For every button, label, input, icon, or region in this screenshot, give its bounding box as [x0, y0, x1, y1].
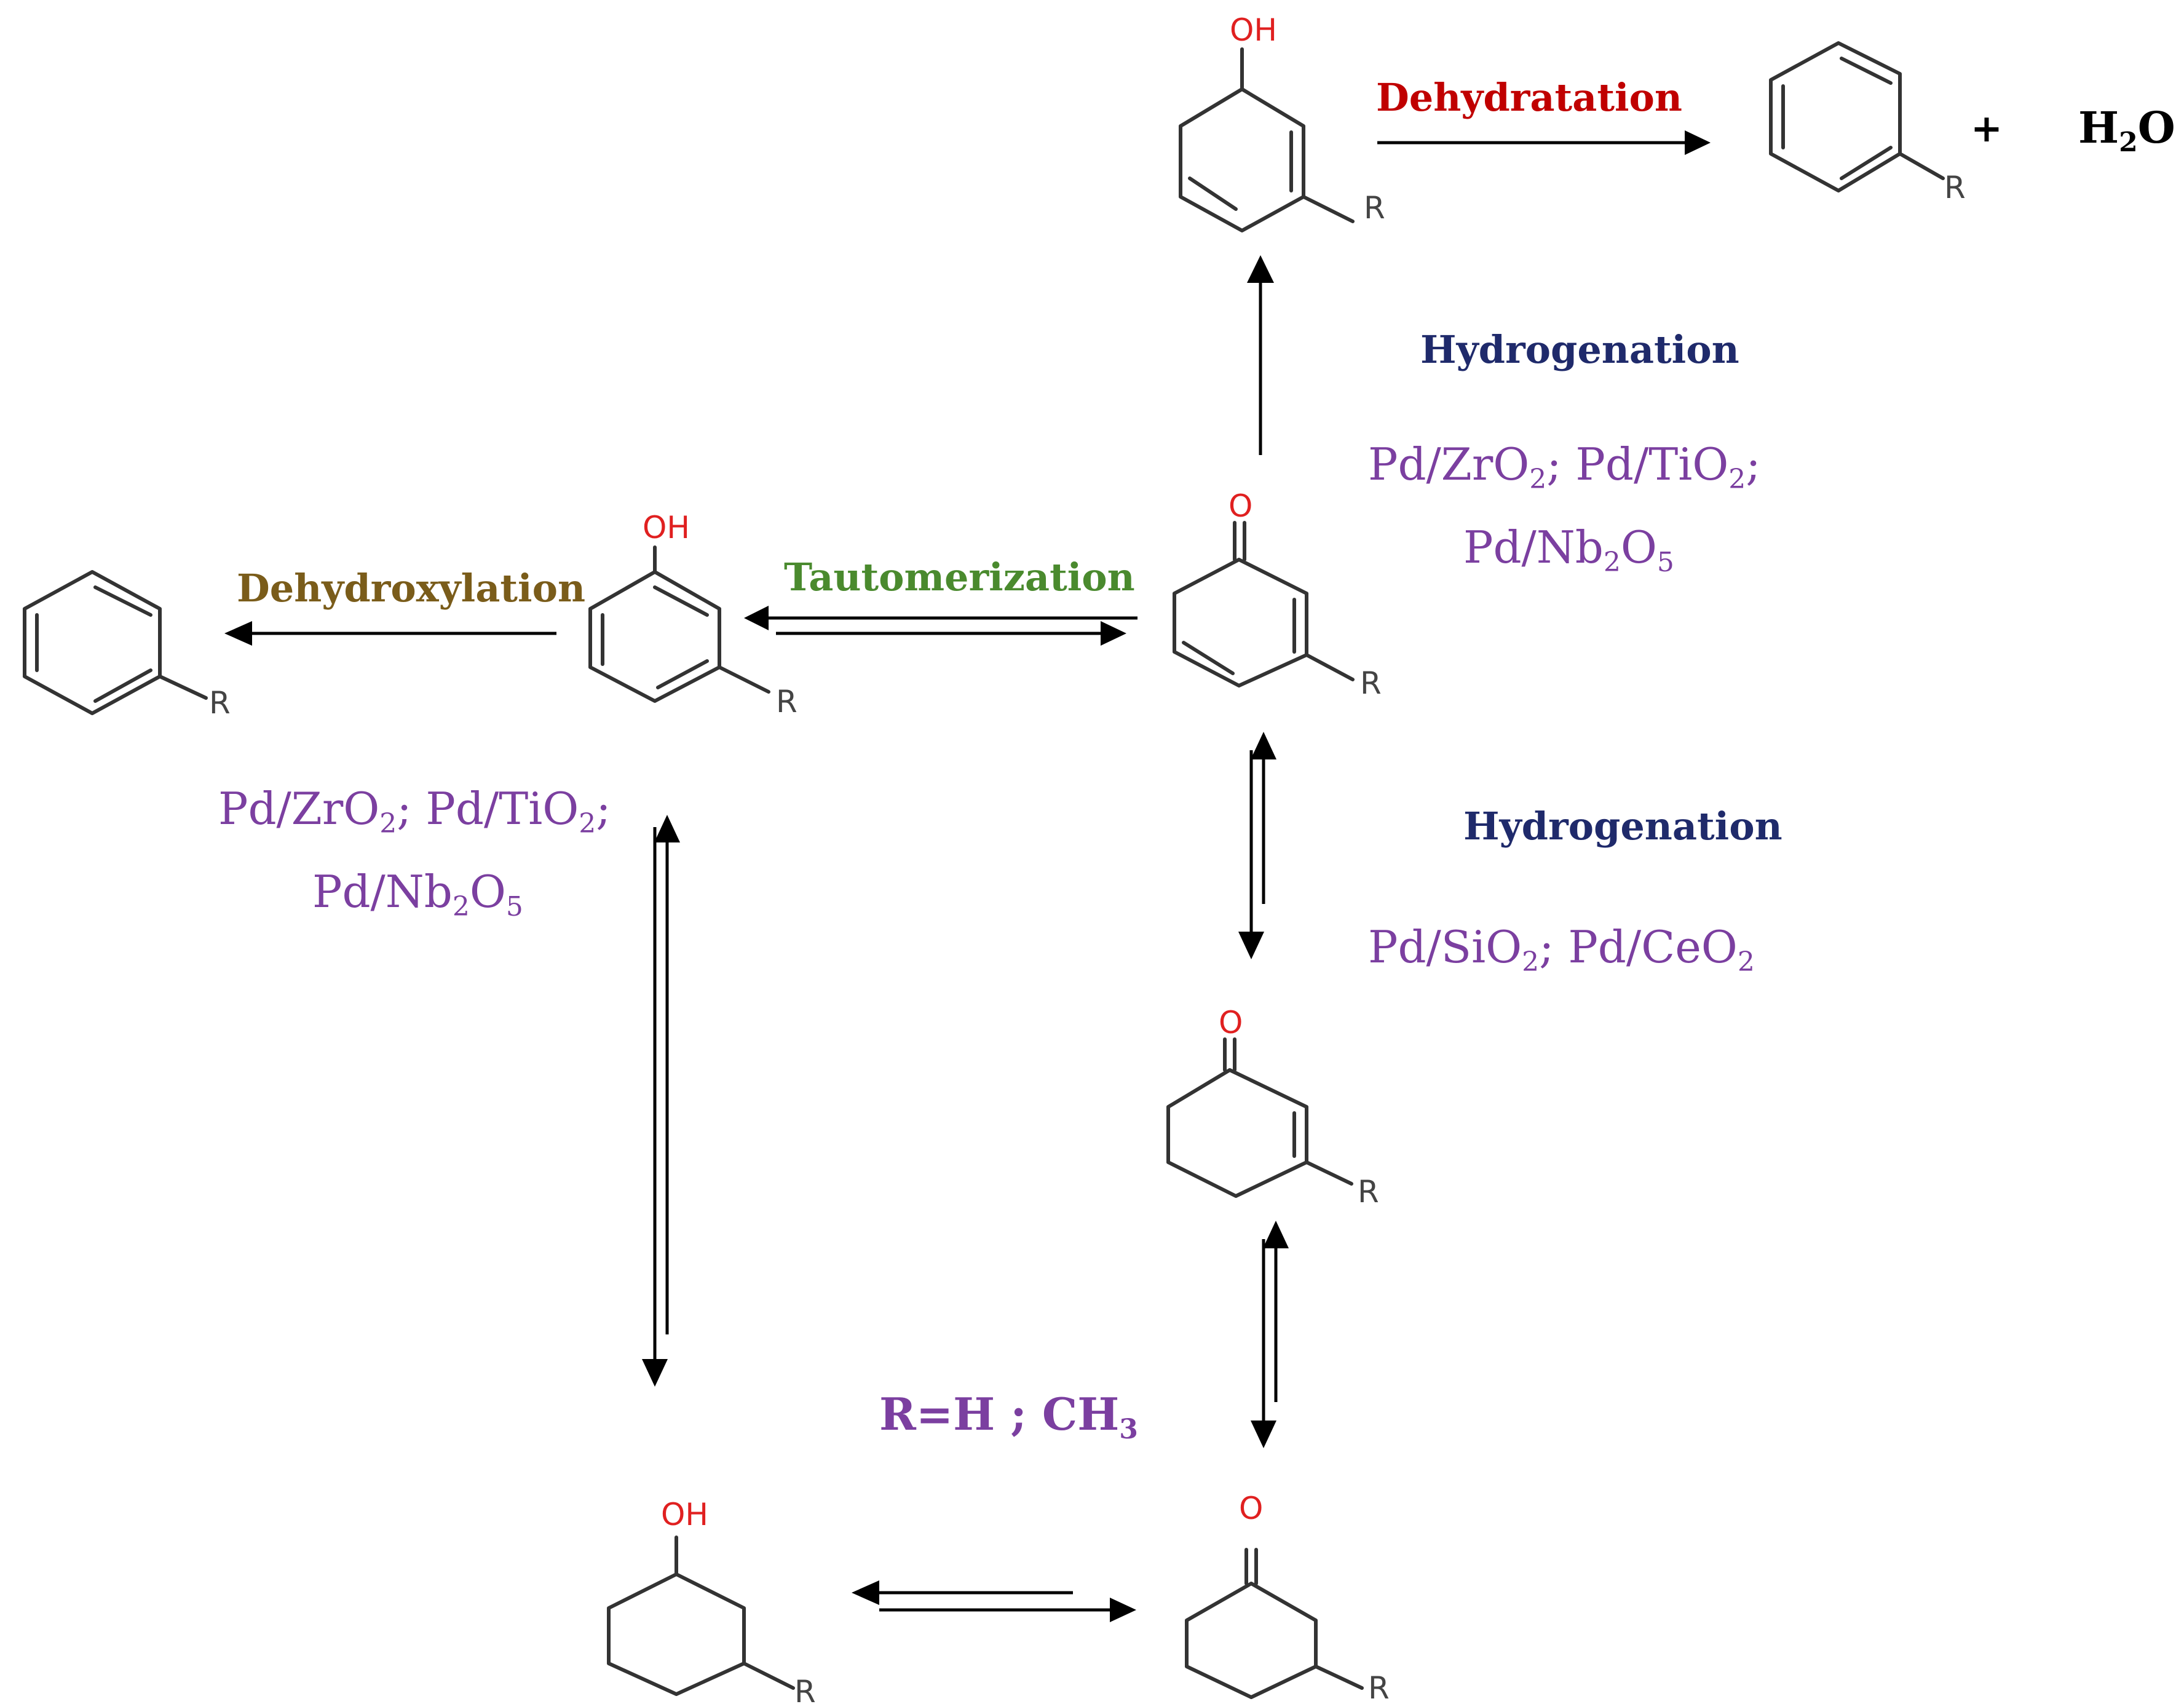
arrowhead [1685, 130, 1711, 155]
arrowhead [744, 606, 769, 630]
arrowhead [224, 621, 252, 646]
arrowhead [1263, 1221, 1289, 1248]
plus-sign: + [1971, 106, 2003, 151]
dehydratation-label: Dehydratation [1376, 75, 1682, 120]
catalyst-list-left-line2: Pd/Nb2O5 [312, 866, 523, 922]
dehydroxylation-label: Dehydroxylation [237, 566, 585, 611]
arrowhead [852, 1580, 879, 1605]
r-substituent-label: R [1364, 190, 1385, 226]
arrowhead [1238, 932, 1264, 959]
carbonyl-oxygen-label: O [1219, 1005, 1243, 1040]
catalyst-list-top-line2: Pd/Nb2O5 [1463, 521, 1674, 578]
hydrogenation-label-top: Hydrogenation [1420, 327, 1739, 372]
carbonyl-oxygen-label: O [1228, 488, 1252, 524]
hydroxyl-atom-label: OH [643, 510, 690, 545]
r-substituent-label: R [209, 685, 231, 721]
cyclohexenone-molecule: O R [1166, 1005, 1379, 1210]
hydroxyl-atom-label: OH [1230, 12, 1277, 48]
arrowhead [1251, 732, 1276, 759]
r-substituent-label: R [1358, 1174, 1379, 1210]
arrowhead [654, 815, 680, 842]
r-substituent-label: R [776, 684, 797, 719]
hydrogenation-label-mid: Hydrogenation [1463, 804, 1782, 849]
arrowhead [642, 1359, 668, 1387]
aromatic-product-left: R [23, 570, 231, 721]
r-substituent-label: R [794, 1674, 816, 1704]
arrowhead [1247, 255, 1274, 283]
aromatic-product-top: R [1769, 41, 1966, 205]
r-substituent-label: R [1368, 1670, 1390, 1704]
phenol-molecule: OH R [588, 510, 797, 719]
dienone-molecule: O R [1173, 488, 1382, 701]
arrowhead [1110, 1598, 1136, 1622]
dienol-molecule-top: OH R [1179, 12, 1385, 232]
catalyst-list-mid: Pd/SiO2; Pd/CeO2 [1368, 921, 1755, 978]
arrowhead [1101, 621, 1126, 646]
tautomerization-label: Tautomerization [784, 555, 1135, 600]
r-substituent-label: R [1944, 170, 1966, 205]
catalyst-list-top-line1: Pd/ZrO2; Pd/TiO2; [1368, 438, 1761, 495]
cyclohexanone-molecule: O R [1185, 1491, 1390, 1704]
hydroxyl-atom-label: OH [661, 1497, 708, 1532]
arrowhead [1251, 1421, 1276, 1448]
carbonyl-oxygen-label: O [1239, 1491, 1263, 1526]
r-group-definition: R=H ; CH3 [879, 1388, 1138, 1445]
cyclohexanol-molecule: OH R [607, 1497, 816, 1704]
catalyst-list-left-line1: Pd/ZrO2; Pd/TiO2; [218, 783, 611, 839]
water-product: H2O [2078, 102, 2175, 158]
r-substituent-label: R [1360, 665, 1382, 701]
